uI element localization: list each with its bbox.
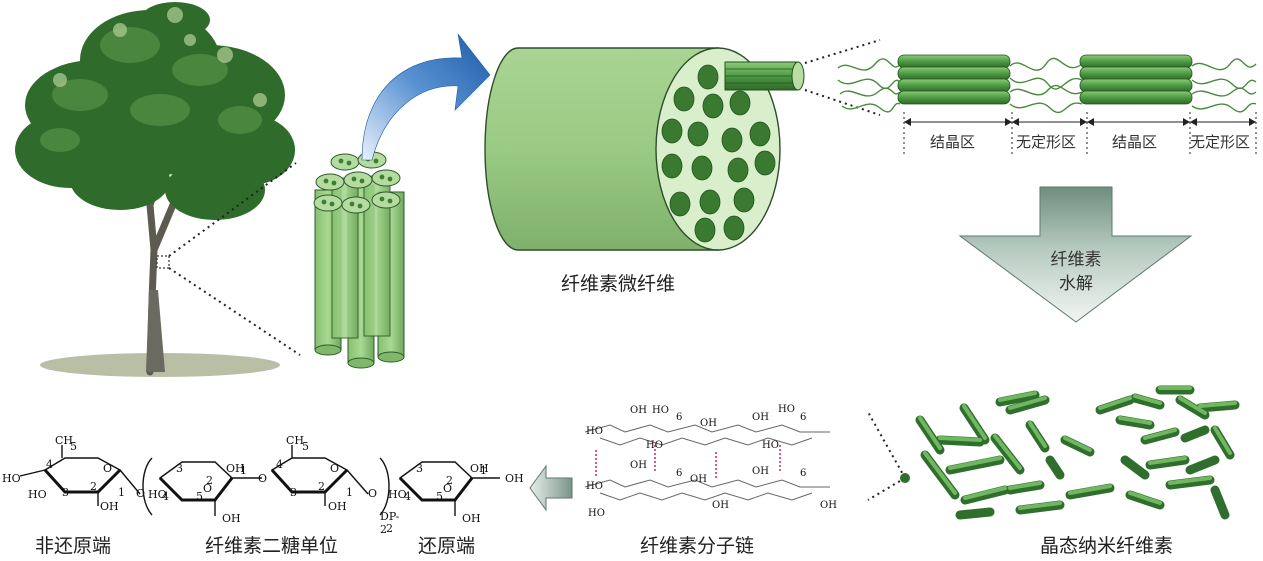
- nanocrystal-rods: [915, 385, 1240, 520]
- formula-dp: DP-2: [380, 510, 400, 536]
- formula-ho-2: HO: [28, 488, 47, 501]
- blue-curved-arrow: [361, 33, 491, 161]
- chain-ho-2: HO: [652, 405, 669, 416]
- formula-oh-4: OH: [328, 500, 347, 513]
- formula-n4-3: 4: [276, 458, 283, 471]
- chain-ho-3: HO: [778, 404, 795, 415]
- formula-n1-1: 1: [118, 486, 125, 499]
- zoom-origin-rod: [900, 473, 910, 483]
- tree-illustration: [15, 2, 295, 377]
- molecular-chain-label: 纤维素分子链: [640, 535, 755, 557]
- formula-ho-3: HO: [148, 488, 167, 501]
- formula-ch-2: CH: [286, 434, 305, 447]
- chain-ho-7: HO: [588, 508, 605, 519]
- chain-n6-2: 6: [800, 412, 807, 423]
- formula-oh-2: OH: [226, 462, 245, 475]
- amorphous-region-label-1: 无定形区: [1016, 133, 1077, 151]
- structural-formula-bonds: [19, 445, 500, 516]
- hydrolysis-label-line1: 纤维素: [1050, 250, 1102, 270]
- fiber-bundle: [313, 151, 405, 369]
- hydrogen-bonds: [595, 445, 781, 478]
- zoom-lines-chain: [867, 411, 906, 501]
- chain-n6-4: 6: [800, 468, 807, 479]
- hydrolysis-label: 纤维素 水解: [1040, 248, 1112, 296]
- formula-n1-3: 1: [346, 486, 353, 499]
- hydrolysis-arrow: [958, 186, 1193, 323]
- formula-n5-2: 5: [196, 490, 203, 503]
- formula-n1-2: 1: [240, 464, 247, 477]
- formula-n1-4: 1: [480, 464, 487, 477]
- formula-n4-2: 4: [162, 490, 169, 503]
- chain-oh-5: OH: [690, 474, 707, 485]
- formula-oh-7: OH: [462, 512, 481, 525]
- non-reducing-end-label: 非还原端: [35, 535, 112, 557]
- fibril-structure: [837, 54, 1257, 156]
- chain-oh-8: OH: [820, 500, 837, 511]
- formula-n3-4: 3: [416, 462, 423, 475]
- chain-oh-1: OH: [630, 405, 647, 416]
- chain-ho-1: HO: [586, 426, 603, 437]
- chain-oh-2: OH: [700, 418, 717, 429]
- zoom-lines-tree: [168, 162, 301, 356]
- crystalline-region-label-1: 结晶区: [930, 133, 976, 151]
- reducing-end-label: 还原端: [418, 535, 476, 557]
- formula-o-3: O: [368, 487, 378, 500]
- nanocrystal-label: 晶态纳米纤维素: [1040, 535, 1174, 557]
- formula-n2-1: 2: [90, 480, 97, 493]
- formula-ch-1: CH: [55, 434, 74, 447]
- zoom-lines-fibril: [804, 39, 881, 116]
- amorphous-region-label-2: 无定形区: [1190, 133, 1251, 151]
- formula-n2-3: 2: [318, 480, 325, 493]
- formula-oh-3: OH: [222, 512, 241, 525]
- hydrolysis-label-line2: 水解: [1059, 274, 1093, 294]
- disaccharide-unit-label: 纤维素二糖单位: [205, 535, 339, 557]
- formula-n2-2: 2: [206, 474, 213, 487]
- chain-oh-4: OH: [630, 460, 647, 471]
- microfibril-cylinder: [484, 47, 805, 251]
- formula-n3-1: 3: [62, 486, 69, 499]
- formula-o-ring-4: O: [443, 482, 453, 495]
- formula-n5-3: 5: [302, 440, 309, 453]
- formula-n2-4: 2: [446, 474, 453, 487]
- formula-ho-4: HO: [388, 488, 407, 501]
- formula-o-ring-2: O: [203, 482, 213, 495]
- formula-n4-4: 4: [404, 490, 411, 503]
- chain-n6-1: 6: [676, 412, 683, 423]
- formula-n5-1: 5: [70, 440, 77, 453]
- chain-ho-4: HO: [646, 440, 663, 451]
- formula-oh-1: OH: [100, 500, 119, 513]
- formula-n5-4: 5: [436, 490, 443, 503]
- formula-o-2: O: [258, 472, 268, 485]
- chain-n6-3: 6: [676, 468, 683, 479]
- formula-ho-1: HO: [2, 472, 21, 485]
- chain-oh-6: OH: [752, 466, 769, 477]
- microfibril-label: 纤维素微纤维: [561, 273, 676, 295]
- formula-half: 2: [386, 522, 393, 535]
- formula-n3-3: 3: [290, 486, 297, 499]
- formula-oh-6: OH: [505, 472, 524, 485]
- chain-ho-6: HO: [586, 481, 603, 492]
- formula-oh-5: OH: [470, 462, 489, 475]
- formula-n4-1: 4: [46, 458, 53, 471]
- formula-o-ring-1: O: [103, 462, 113, 475]
- formula-o-1: O: [136, 487, 146, 500]
- formula-o-ring-3: O: [330, 462, 340, 475]
- crystalline-region-label-2: 结晶区: [1112, 133, 1158, 151]
- molecular-chain-sketch: [584, 424, 830, 501]
- chain-ho-5: HO: [762, 440, 779, 451]
- chain-oh-3: OH: [752, 412, 769, 423]
- chain-oh-7: OH: [712, 500, 729, 511]
- left-arrow: [529, 464, 573, 512]
- formula-n3-2: 3: [176, 462, 183, 475]
